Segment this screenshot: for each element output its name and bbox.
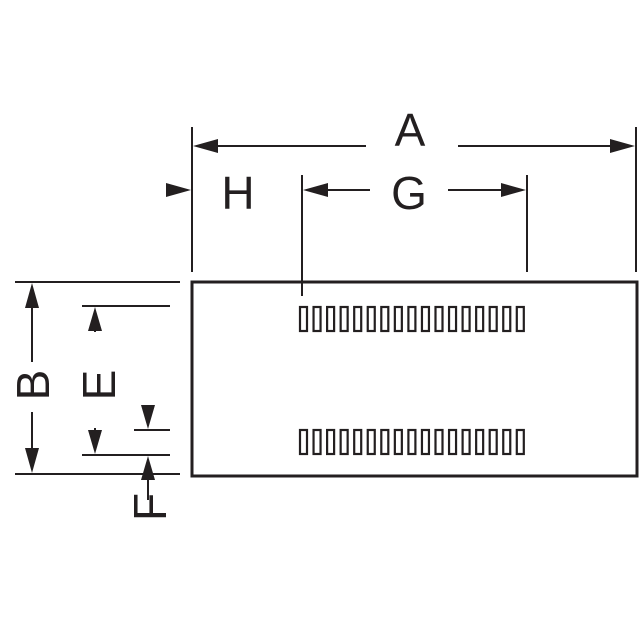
dimension-a: A — [191, 104, 637, 272]
dimension-e: E — [73, 305, 170, 456]
pad-top-3 — [326, 305, 336, 333]
dimension-label-g: G — [391, 167, 427, 219]
pad-bottom-14 — [475, 428, 485, 456]
pad-bottom-17 — [515, 428, 525, 456]
pad-bottom-3 — [326, 428, 336, 456]
pad-top-6 — [366, 305, 376, 333]
pad-row-top — [298, 305, 525, 333]
pad-bottom-8 — [393, 428, 403, 456]
arrowhead-b-bottom — [25, 448, 39, 473]
pad-bottom-4 — [339, 428, 349, 456]
pad-top-4 — [339, 305, 349, 333]
pad-top-5 — [353, 305, 363, 333]
dimension-label-h: H — [221, 167, 254, 219]
pad-bottom-13 — [461, 428, 471, 456]
pad-bottom-2 — [312, 428, 322, 456]
pad-top-7 — [380, 305, 390, 333]
pad-bottom-15 — [488, 428, 498, 456]
pad-top-17 — [515, 305, 525, 333]
arrowhead-h — [166, 183, 191, 197]
pad-bottom-7 — [380, 428, 390, 456]
pad-bottom-6 — [366, 428, 376, 456]
pad-top-2 — [312, 305, 322, 333]
pad-bottom-1 — [298, 428, 309, 456]
arrowhead-g-left — [303, 183, 328, 197]
arrowhead-f-top — [141, 405, 155, 429]
pad-top-15 — [488, 305, 498, 333]
pad-bottom-11 — [434, 428, 444, 456]
arrowhead-e-bottom — [88, 430, 102, 454]
pad-bottom-10 — [420, 428, 431, 456]
pad-top-14 — [475, 305, 485, 333]
arrowhead-b-top — [25, 283, 39, 308]
pad-top-1 — [298, 305, 309, 333]
pad-top-8 — [393, 305, 403, 333]
arrowhead-f-bottom — [141, 456, 155, 480]
arrowhead-a-left — [193, 139, 218, 153]
arrowhead-a-right — [610, 139, 635, 153]
pad-top-13 — [461, 305, 471, 333]
arrowhead-e-top — [88, 307, 102, 331]
pad-bottom-12 — [447, 428, 458, 456]
dimension-label-e: E — [73, 370, 125, 401]
pad-top-10 — [420, 305, 431, 333]
dimension-g: G — [301, 167, 528, 296]
dimension-f: F — [124, 405, 176, 521]
pad-top-9 — [407, 305, 417, 333]
pad-top-16 — [502, 305, 512, 333]
pad-row-bottom — [298, 428, 525, 456]
pad-bottom-9 — [407, 428, 417, 456]
arrowhead-g-right — [501, 183, 526, 197]
pad-top-11 — [434, 305, 444, 333]
pad-top-12 — [447, 305, 458, 333]
pad-bottom-5 — [353, 428, 363, 456]
pad-bottom-16 — [502, 428, 512, 456]
dimension-h: H — [166, 167, 255, 219]
dimension-label-b: B — [7, 370, 59, 401]
dimension-label-a: A — [395, 104, 426, 156]
dimension-label-f: F — [124, 493, 176, 521]
